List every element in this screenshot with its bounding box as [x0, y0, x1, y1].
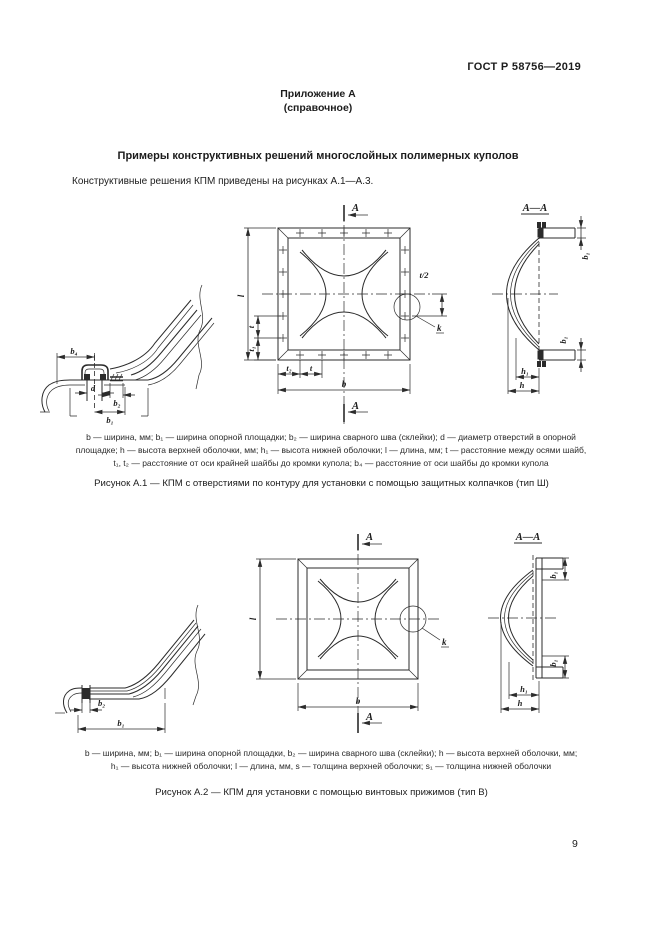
dim-label-b1: b₁ [558, 336, 568, 343]
page-number: 9 [572, 838, 578, 850]
detail-label-k: k [442, 637, 447, 647]
figure-a2-plan-drawing: А А l b k [248, 532, 449, 733]
dim-label-b: b [356, 696, 361, 706]
legend-line: h₁ — высота нижней оболочки; l — длина, … [110, 761, 552, 771]
dim-label-b: b [342, 379, 347, 389]
appendix-subtitle: (справочное) [283, 101, 353, 114]
legend-line: b — ширина, мм; b₁ — ширина опорной площ… [84, 748, 578, 758]
dim-label-h: h [518, 698, 523, 708]
dim-label-b2: b₂ [98, 698, 105, 708]
section-view-title: А—А [515, 532, 541, 543]
legend-line: b — ширина, мм; b₁ — ширина опорной площ… [86, 432, 576, 442]
dim-label-b1: b₁ [548, 659, 558, 666]
section-marker-top: А [351, 203, 359, 214]
dim-label-b1: b₁ [548, 571, 558, 578]
figure-a1-legend: b — ширина, мм; b₁ — ширина опорной площ… [20, 431, 642, 470]
figure-a2-section-drawing: А—А b₁ b₁ h₁ h [488, 532, 569, 713]
dim-label-h: h [520, 380, 525, 390]
figure-a2-edge-detail-drawing: b₂ b₁ [55, 604, 206, 733]
section-view-title: А—А [522, 203, 548, 214]
legend-line: t₁, t₂ — расстояние от оси крайней шайбы… [113, 458, 549, 468]
dim-label-h1: h₁ [520, 684, 528, 694]
dim-label-b1: b₁ [580, 252, 590, 259]
section-marker-top: А [365, 532, 373, 543]
dim-label-t: t [310, 363, 313, 373]
figure-a1-caption: Рисунок А.1 — КПМ с отверстиями по конту… [94, 478, 549, 489]
dim-label-b1: b₁ [117, 718, 124, 728]
section-marker-bottom: А [351, 401, 359, 412]
section-title: Примеры конструктивных решений многослой… [117, 150, 519, 162]
doc-number: ГОСТ Р 58756—2019 [467, 61, 581, 73]
section-marker-bottom: А [365, 712, 373, 723]
detail-label-k: k [437, 323, 442, 333]
dim-label-h1: h₁ [521, 366, 529, 376]
figure-a2-caption: Рисунок А.2 — КПМ для установки с помощь… [155, 787, 488, 798]
intro-paragraph: Конструктивные решения КПМ приведены на … [72, 176, 374, 187]
appendix-heading: Приложение А (справочное) [0, 88, 636, 115]
dim-label-b1: b₁ [106, 415, 113, 425]
dim-label-d: d [91, 383, 96, 393]
dim-label-b4: b₄ [70, 346, 77, 356]
appendix-title: Приложение А [280, 88, 356, 100]
legend-line: площадке; h — высота верхней оболочки, м… [75, 445, 587, 455]
dim-label-b2: b₂ [113, 398, 120, 408]
dim-label-t2: t₂ [286, 363, 291, 373]
figure-a1-plan-drawing: А А l t t₁ t₂ t b t/2 k [236, 203, 447, 424]
figure-a1-section-drawing: А—А b₁ b₁ h₁ h [492, 203, 590, 394]
dim-label-l: l [248, 617, 258, 620]
figure-a2-legend: b — ширина, мм; b₁ — ширина опорной площ… [20, 747, 642, 773]
dim-label-l: l [236, 294, 246, 297]
dim-label-t-half: t/2 [420, 270, 430, 280]
figure-a1-edge-detail-drawing: b₄ d b₂ b₁ [40, 284, 215, 425]
dim-label-t1: t₁ [246, 346, 256, 351]
dim-label-t: t [246, 325, 256, 328]
